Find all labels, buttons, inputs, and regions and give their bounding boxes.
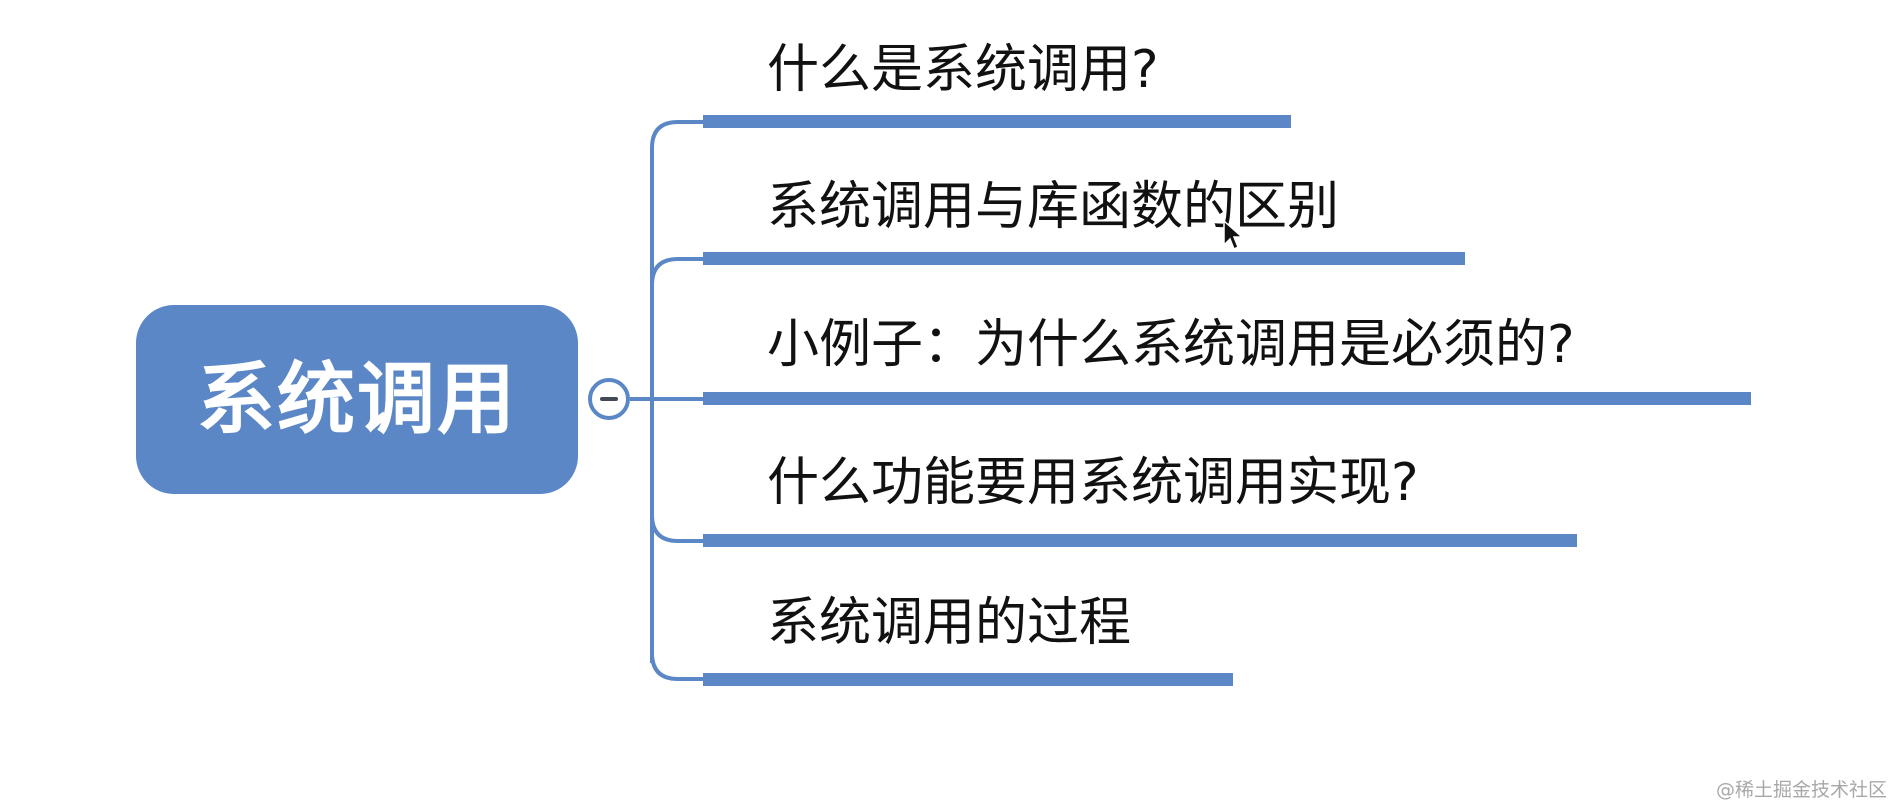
subtopic-3-label: 小例子：为什么系统调用是必须的? <box>767 315 1575 375</box>
subtopic-4-underline <box>703 534 1577 547</box>
subtopic-4-label: 什么功能要用系统调用实现? <box>767 453 1419 513</box>
connector-branch-5 <box>650 652 703 681</box>
subtopic-5-label: 系统调用的过程 <box>767 593 1132 653</box>
minus-circle-icon <box>600 397 618 401</box>
subtopic-2-underline <box>703 252 1465 265</box>
root-topic-node[interactable]: 系统调用 <box>136 305 578 494</box>
subtopic-2-label: 系统调用与库函数的区别 <box>767 177 1340 237</box>
subtopic-5-underline <box>703 673 1233 686</box>
mouse-pointer-icon <box>1223 219 1244 251</box>
subtopic-1-label: 什么是系统调用? <box>767 40 1159 100</box>
watermark: @稀土掘金技术社区 <box>1715 779 1887 801</box>
subtopic-1-underline <box>703 115 1291 128</box>
connector-branch-2 <box>650 257 703 286</box>
root-topic-label: 系统调用 <box>196 354 517 445</box>
collapse-toggle-button[interactable] <box>588 378 630 420</box>
connector-branch-4 <box>650 514 703 543</box>
connector-branch-1 <box>650 120 703 149</box>
subtopic-3-underline <box>703 392 1751 405</box>
